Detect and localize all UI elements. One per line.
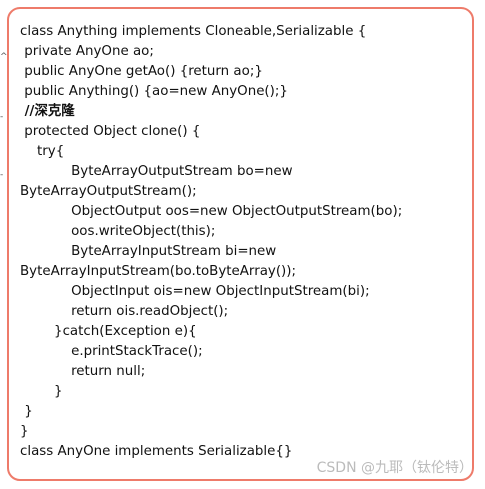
code-line-12: ByteArrayInputStream bi=new — [20, 244, 277, 259]
code-line-20: } — [20, 404, 33, 419]
edge-mark-3: - — [0, 170, 4, 180]
code-line-16: }catch(Exception e){ — [20, 324, 197, 339]
code-line-22: class AnyOne implements Serializable{} — [20, 444, 293, 459]
code-line-15: return ois.readObject(); — [20, 304, 229, 319]
code-block: class Anything implements Cloneable,Seri… — [20, 22, 464, 462]
code-line-2: private AnyOne ao; — [20, 44, 154, 59]
code-line-1: class Anything implements Cloneable,Seri… — [20, 24, 367, 39]
code-line-19: } — [20, 384, 63, 399]
code-line-8: ByteArrayOutputStream bo=new — [20, 164, 293, 179]
code-line-9: ByteArrayOutputStream(); — [20, 184, 197, 199]
code-frame — [7, 7, 474, 481]
code-line-3: public AnyOne getAo() {return ao;} — [20, 64, 263, 79]
code-line-10: ObjectOutput oos=new ObjectOutputStream(… — [20, 204, 403, 219]
code-line-13: ByteArrayInputStream(bo.toByteArray()); — [20, 264, 297, 279]
code-line-18: return null; — [20, 364, 146, 379]
edge-mark-1: ^ — [0, 52, 8, 62]
code-line-11: oos.writeObject(this); — [20, 224, 216, 239]
code-line-17: e.printStackTrace(); — [20, 344, 203, 359]
code-line-14: ObjectInput ois=new ObjectInputStream(bi… — [20, 284, 370, 299]
edge-mark-2: - — [0, 112, 4, 122]
code-line-4: public Anything() {ao=new AnyOne();} — [20, 84, 288, 99]
code-line-6: protected Object clone() { — [20, 124, 201, 139]
code-line-21: } — [20, 424, 29, 439]
code-line-5-comment: //深克隆 — [20, 104, 75, 119]
csdn-watermark: CSDN @九耶（钛伦特） — [316, 460, 473, 476]
code-line-7: try{ — [20, 144, 65, 159]
